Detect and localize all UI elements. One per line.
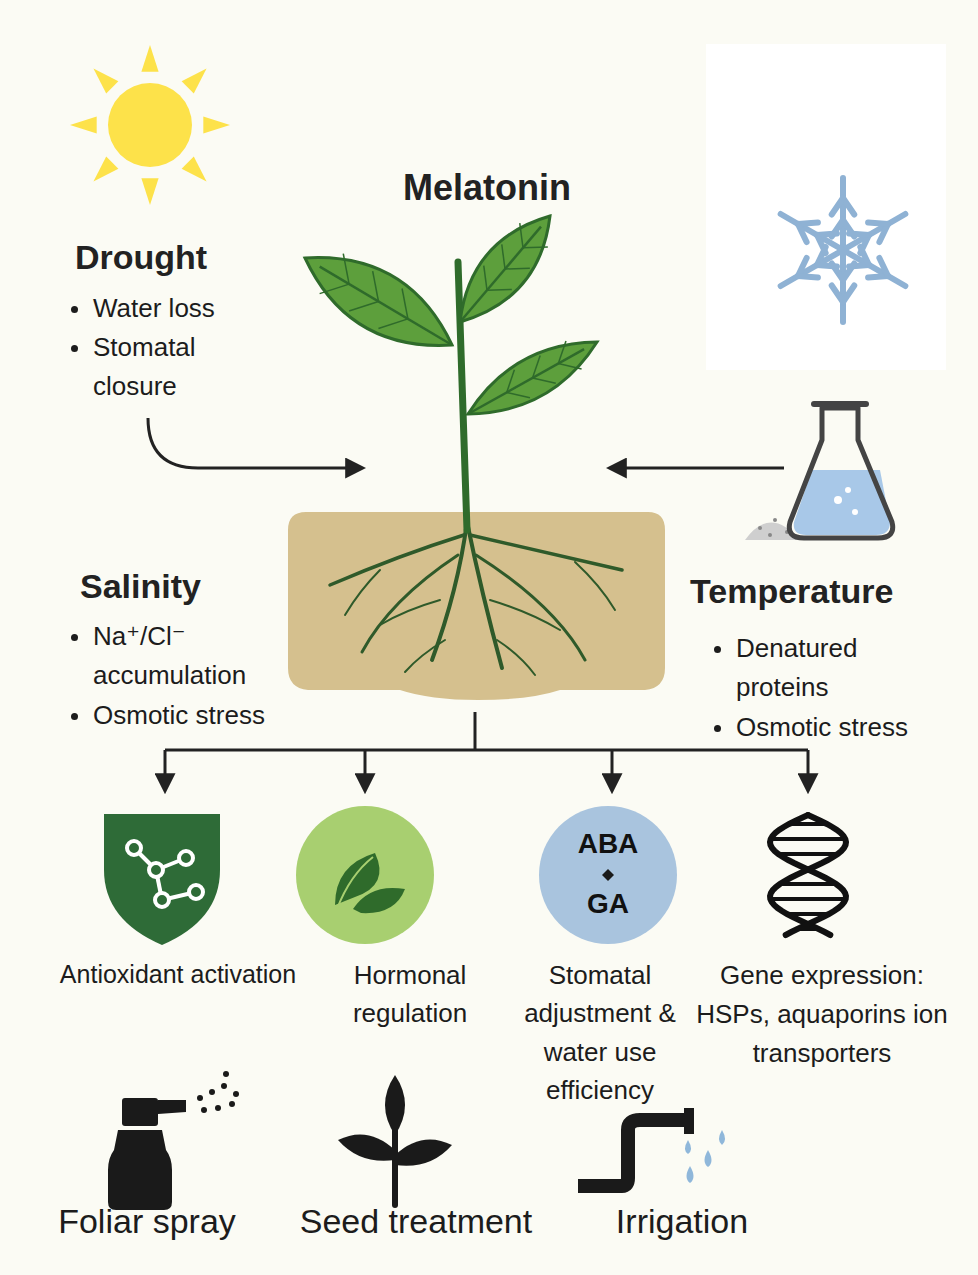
roots [330, 522, 622, 675]
bullet-dot [714, 646, 721, 653]
irrigation-pipe-icon [578, 1108, 725, 1186]
application-label: Seed treatment [281, 1196, 551, 1247]
hormone-name: GA [538, 889, 678, 920]
application-label: Foliar spray [22, 1196, 272, 1247]
title: Melatonin [337, 166, 637, 209]
bullet-dot [71, 306, 78, 313]
circle-outline [295, 805, 435, 945]
stress-arrow [610, 467, 784, 470]
stress-arrow [148, 418, 362, 468]
hormone-name: ABA [538, 829, 678, 860]
bullet-text: Osmotic stress [93, 696, 293, 735]
bullet-text: Water loss [93, 289, 293, 328]
shield-node: Antioxidant activation [104, 808, 220, 945]
stress-heading: Salinity [80, 561, 320, 612]
circle-outline [538, 805, 678, 945]
bullet-text: Denatured proteins [736, 629, 906, 707]
bullet-text: Na⁺/Cl⁻ accumulation [93, 617, 298, 695]
flask-icon [745, 404, 893, 540]
bullet-dot [71, 634, 78, 641]
bullet-text: Stomatal closure [93, 328, 243, 406]
bullet-dot [714, 725, 721, 732]
snowflake-icon [781, 178, 906, 322]
dna-icon [770, 815, 846, 935]
stress-heading: Temperature [690, 566, 970, 617]
outcome-caption: Gene expression: HSPs, aquaporins ion tr… [691, 956, 953, 1073]
outcome-caption: Stomatal adjustment & water use efficien… [505, 956, 695, 1110]
sun-icon [70, 45, 230, 205]
application-label: Irrigation [567, 1196, 797, 1247]
sprout-icon [338, 1075, 452, 1205]
spray-bottle-icon [108, 1071, 239, 1210]
bullet-dot [71, 345, 78, 352]
white-panel [706, 44, 946, 370]
outcome-caption: Antioxidant activation [28, 956, 328, 993]
bullet-dot [71, 713, 78, 720]
shield-outline [104, 808, 220, 945]
bullet-text: Osmotic stress [736, 708, 936, 747]
stress-heading: Drought [75, 232, 315, 283]
hormone-circle: Hormonal regulation [295, 805, 435, 945]
outcome-caption: Hormonal regulation [325, 956, 495, 1033]
hormone-balance-circle: ABAGAStomatal adjustment & water use eff… [538, 805, 678, 945]
plant-leaves [305, 216, 597, 414]
soil-block [288, 512, 665, 700]
